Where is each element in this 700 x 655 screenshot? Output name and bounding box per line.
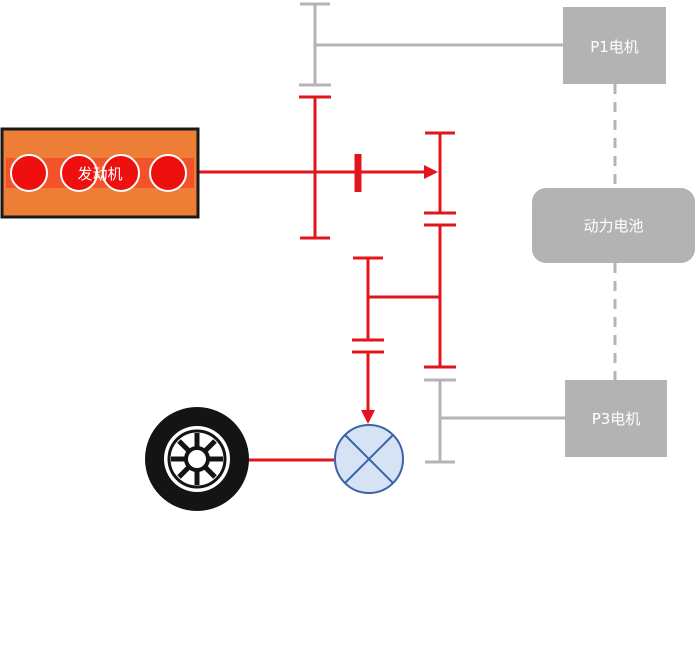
cylinder-4 <box>149 154 187 192</box>
power-flow-paths <box>198 95 456 462</box>
p1-motor-label: P1电机 <box>590 38 639 56</box>
inactive-paths <box>299 2 565 464</box>
differential-icon <box>334 424 404 494</box>
cylinder-2 <box>60 154 98 192</box>
flow-arrow-right-icon <box>424 165 438 179</box>
battery-label: 动力电池 <box>583 217 643 235</box>
cylinder-1 <box>10 154 48 192</box>
p3-motor-label: P3电机 <box>592 410 641 428</box>
flow-arrow-down-icon <box>361 410 375 424</box>
wheel-icon <box>145 407 249 511</box>
engine-block: 发动机 <box>0 127 200 219</box>
p1-motor-box: P1电机 <box>563 7 666 84</box>
p3-motor-box: P3电机 <box>565 380 667 457</box>
cylinder-3 <box>102 154 140 192</box>
engine-label: 发动机 <box>77 165 122 183</box>
battery-box: 动力电池 <box>532 188 695 263</box>
